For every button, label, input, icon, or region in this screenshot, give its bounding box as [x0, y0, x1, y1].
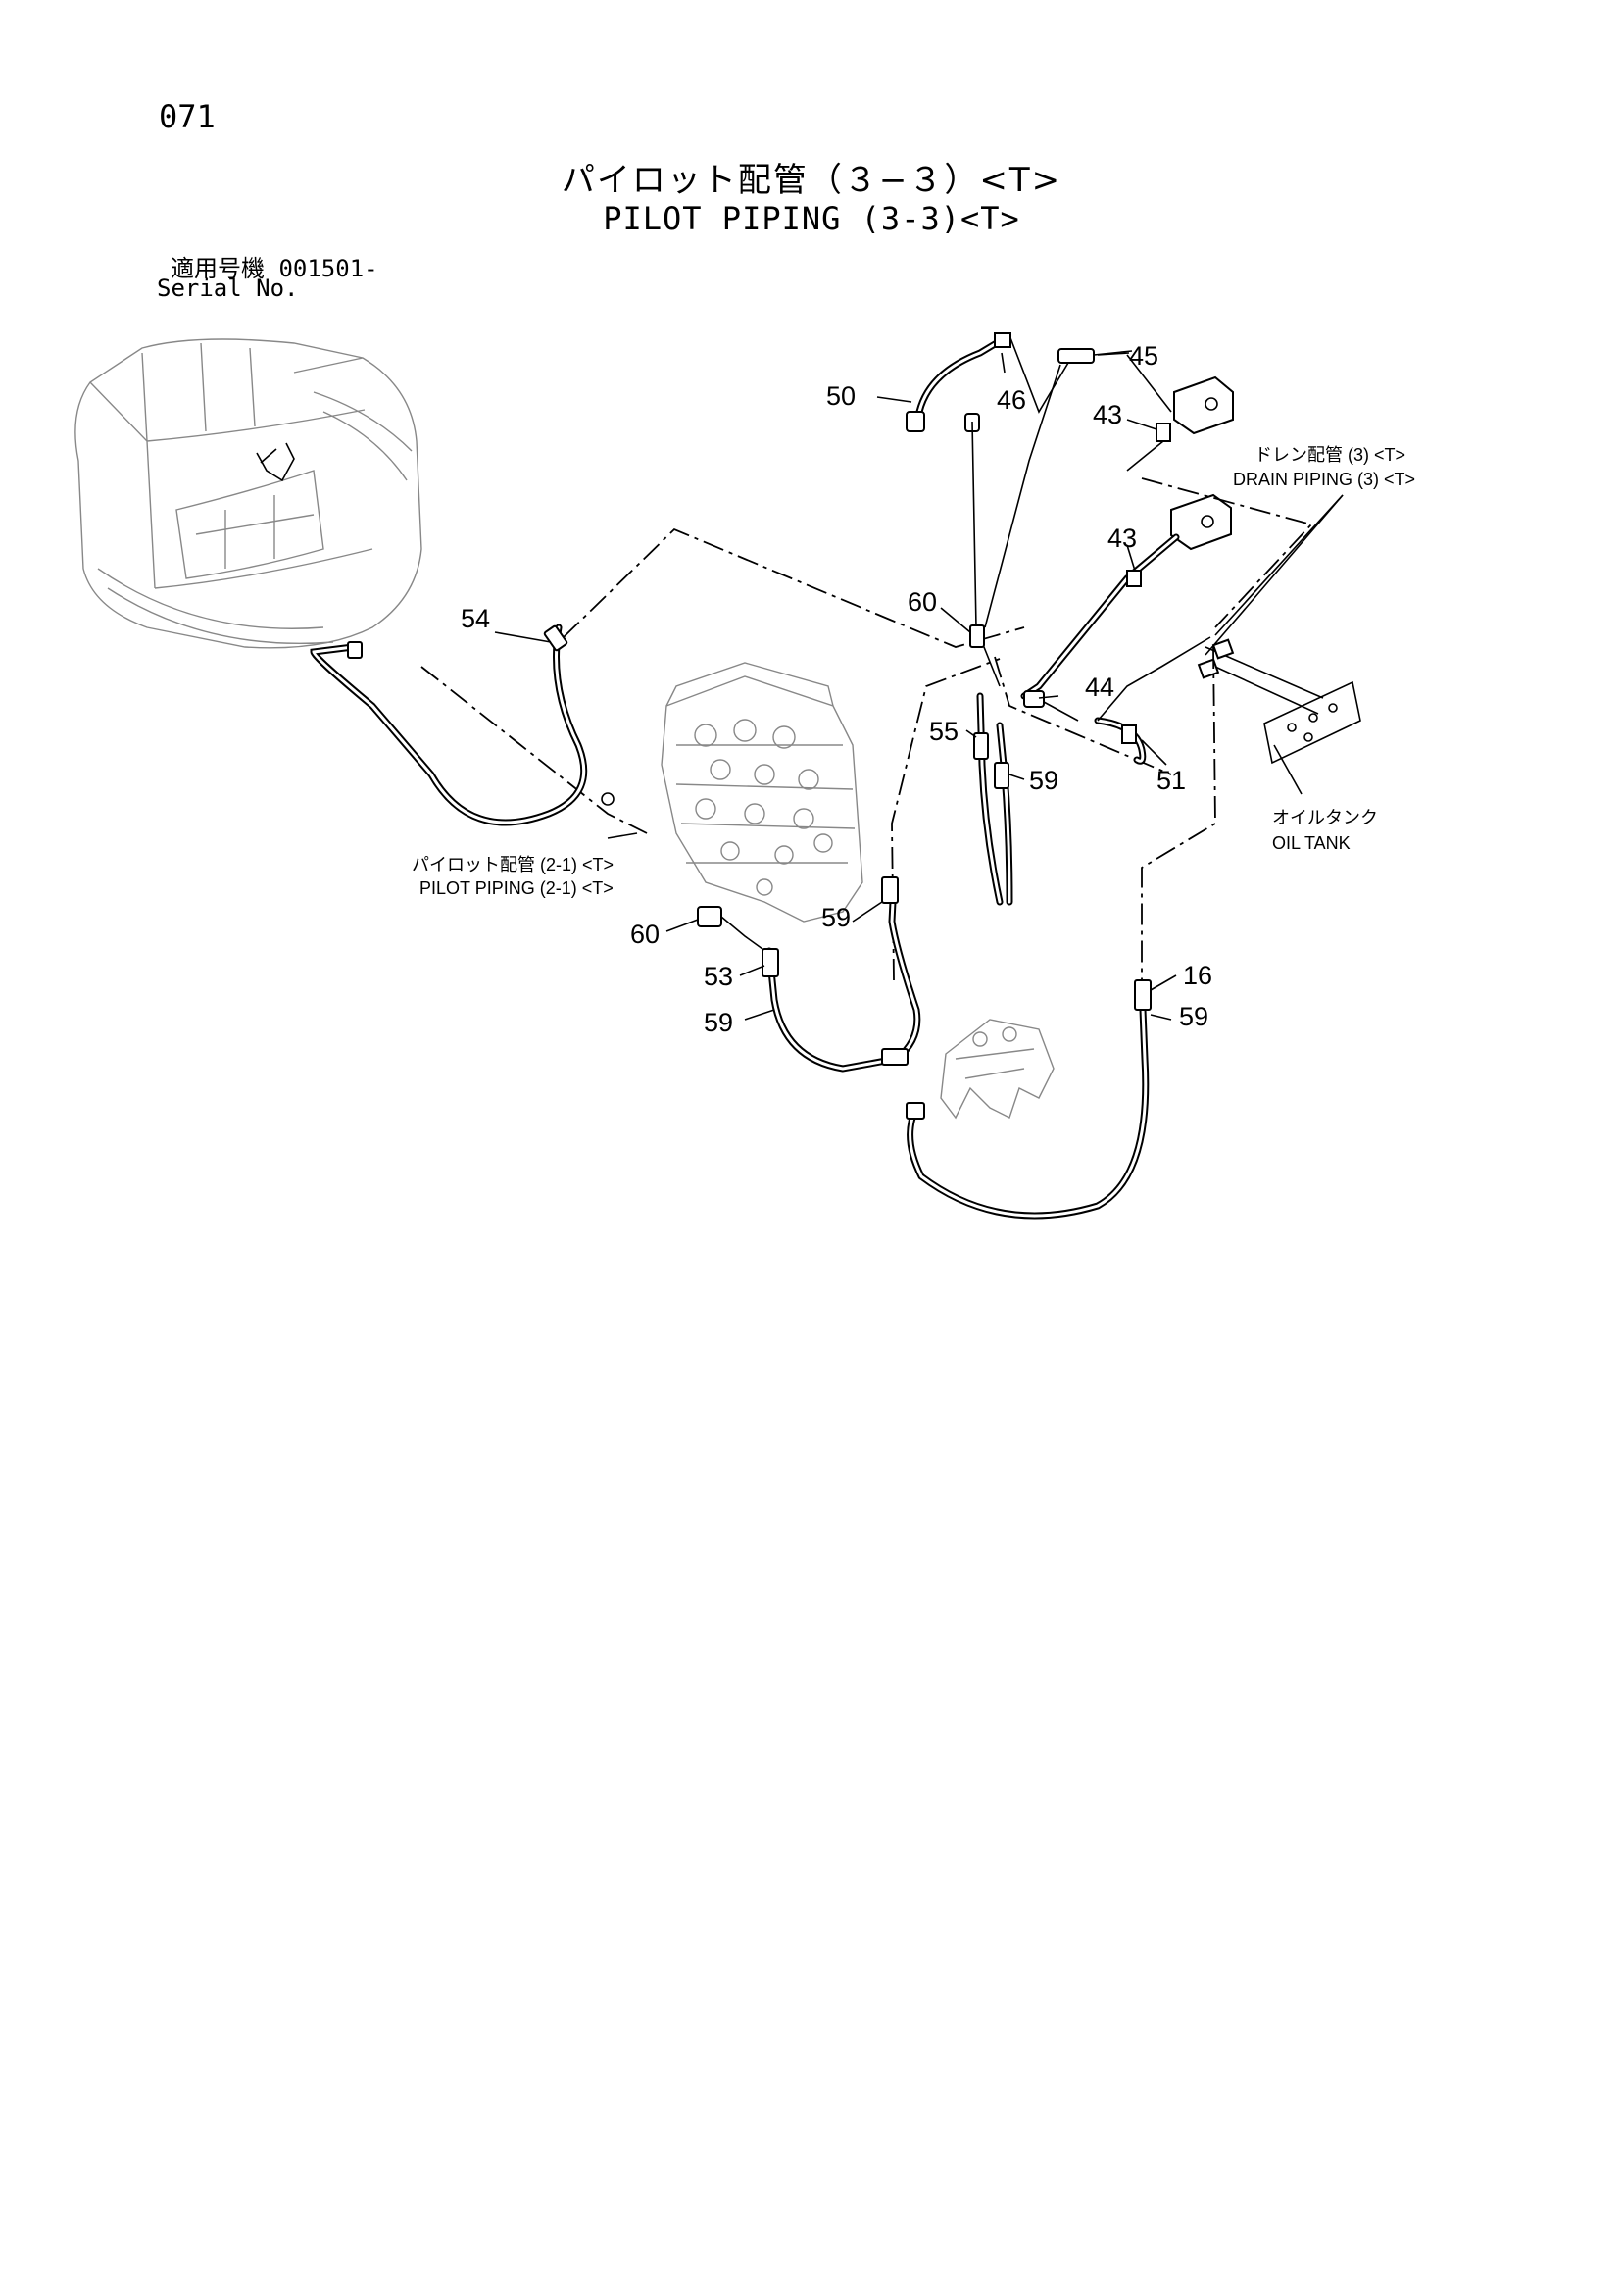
callout-46: 46	[997, 385, 1026, 415]
callout-59-lower: 59	[704, 1008, 733, 1037]
pilot-piping-21-label-jp: パイロット配管 (2-1) <T>	[412, 855, 614, 874]
drain-piping-label-jp: ドレン配管 (3) <T>	[1254, 445, 1405, 465]
hose-53	[762, 876, 921, 1073]
callout-60-lower: 60	[630, 920, 660, 949]
control-valve-assembly	[661, 662, 863, 923]
pilot-control-valve	[940, 1019, 1055, 1120]
hose-16	[906, 979, 1152, 1220]
callout-50: 50	[826, 381, 856, 411]
callout-43-middle: 43	[1107, 524, 1137, 553]
callout-55: 55	[929, 717, 959, 746]
drain-piping-label-en: DRAIN PIPING (3) <T>	[1233, 470, 1415, 489]
callout-53: 53	[704, 962, 733, 991]
callout-16: 16	[1183, 961, 1212, 990]
valve-block-upper	[1173, 375, 1234, 435]
fitting-43-upper	[1126, 423, 1171, 472]
oil-tank-label-en: OIL TANK	[1272, 833, 1351, 853]
callout-59-short: 59	[1029, 766, 1058, 795]
reference-labels: ドレン配管 (3) <T> DRAIN PIPING (3) <T> パイロット…	[412, 445, 1415, 898]
callout-43-upper: 43	[1093, 400, 1122, 429]
pilot-piping-21-label-en: PILOT PIPING (2-1) <T>	[419, 878, 614, 898]
valve-block-middle	[1170, 493, 1232, 551]
callout-60-upper: 60	[908, 587, 937, 617]
callout-54: 54	[461, 604, 490, 633]
page-title-japanese: パイロット配管（３−３）<T>	[561, 161, 1062, 200]
callout-numbers: 50 46 45 43 43 54 60 44 55 59 51 59 60 5…	[461, 341, 1212, 1037]
fitting-44	[1023, 690, 1079, 722]
fitting-60-upper	[969, 624, 985, 648]
callout-44: 44	[1085, 673, 1114, 702]
excavator-outline	[74, 338, 422, 649]
fitting-45	[984, 348, 1172, 628]
dashed-routing-lines	[420, 477, 1313, 981]
oil-tank-label-jp: オイルタンク	[1272, 808, 1378, 827]
hose-55	[973, 692, 1013, 906]
leader-lines	[494, 352, 1344, 1021]
oil-tank-plate	[1197, 638, 1361, 765]
serial-label-english: Serial No.	[157, 275, 299, 302]
callout-51: 51	[1156, 766, 1186, 795]
callout-59-right: 59	[1179, 1002, 1208, 1031]
page-title-english: PILOT PIPING (3-3)<T>	[603, 200, 1020, 237]
serial-label-japanese: 適用号機 001501-	[171, 255, 378, 282]
hose-51	[1094, 636, 1211, 765]
page-number: 071	[159, 98, 216, 135]
hose-54	[310, 624, 615, 826]
fitting-60-lower	[697, 906, 763, 950]
hose-50	[906, 332, 1069, 687]
callout-59-middle: 59	[821, 903, 851, 932]
callout-45: 45	[1129, 341, 1158, 371]
